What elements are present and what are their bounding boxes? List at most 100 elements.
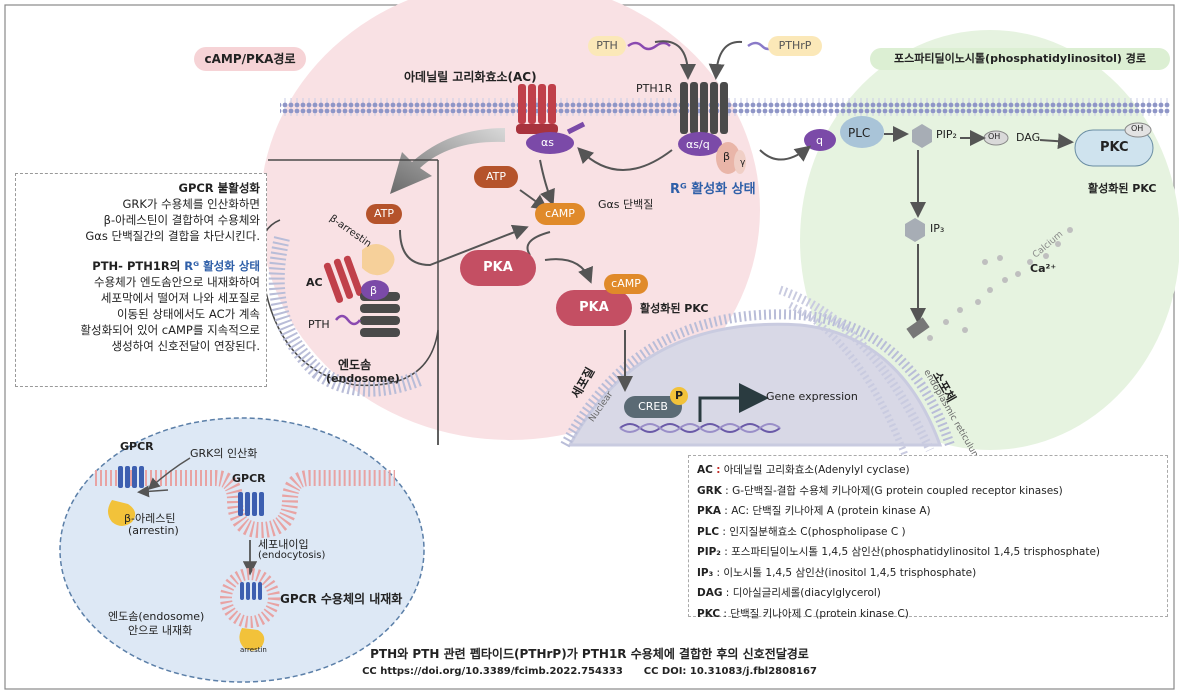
pth-peptide <box>627 41 671 51</box>
inset-internalization-label: GPCR 수용체의 내재화 <box>280 592 403 606</box>
pkc-active-label: 활성화된 PKC <box>1088 182 1157 195</box>
side-note-heading-2: PTH- PTH1R의 Rᴳ 활성화 상태 <box>92 259 260 273</box>
pka-active: PKA <box>556 290 632 326</box>
active-state-label: Rᴳ 활성화 상태 <box>670 182 756 197</box>
galpha-s-ac <box>526 132 574 154</box>
side-note-line: β-아레스틴이 결합하여 수용체와 <box>103 213 260 227</box>
ip3-label: IP₃ <box>930 222 945 235</box>
legend-row: PKC : 단백질 키나아제 C (protein kinase C) <box>697 607 909 620</box>
inset-arrestin-2 <box>239 628 265 651</box>
pka-inactive: PKA <box>460 250 536 286</box>
side-note-line: 세포막에서 떨어져 나와 세포질로 <box>100 291 260 305</box>
pthrp-ligand-label: PTHrP <box>768 36 822 56</box>
inset-grk-label: GRK의 인산화 <box>190 447 258 460</box>
gs-protein-label: Gαs 단백질 <box>598 198 654 211</box>
inset-arrestin-1 <box>108 500 136 526</box>
pka-camp-badge: cAMP <box>604 274 648 294</box>
endosome-gbeta <box>361 280 389 300</box>
inset-arrestin-small-label: arrestin <box>240 646 267 654</box>
inset-endocytosis-en-label: (endocytosis) <box>258 550 326 561</box>
pkc-label: PKC <box>1100 140 1129 155</box>
side-note-line: 활성화되어 있어 cAMP를 지속적으로 <box>80 323 260 337</box>
ggamma-label: γ <box>740 158 746 168</box>
ip3-receptor-channel <box>906 317 930 339</box>
dag-label: DAG <box>1016 131 1041 144</box>
side-note-line: 생성하여 신호전달이 연장된다. <box>111 339 260 353</box>
gbeta <box>716 142 740 174</box>
inset-arrestin-en-label: (arrestin) <box>128 524 179 537</box>
pip2-label: PIP₂ <box>936 128 957 141</box>
pkc-oh-label: OH <box>1131 124 1144 133</box>
side-note-line: 수용체가 엔도솜안으로 내재화하여 <box>93 275 260 289</box>
beta-arrestin-shape <box>362 244 395 276</box>
ca2-label: Ca²⁺ <box>1030 262 1057 275</box>
pth1r-label: PTH1R <box>636 82 673 95</box>
side-note-line: Gαs 단백질간의 결합을 차단시킨다. <box>85 229 260 243</box>
inset-endocytosis-ko-label: 세포내이입 <box>258 538 309 551</box>
ggamma <box>734 150 746 174</box>
endosome-atp-badge: ATP <box>366 204 402 224</box>
calcium-dots <box>927 227 1073 341</box>
legend-row: AC : 아데닐릴 고리화효소(Adenylyl cyclase) <box>697 464 910 476</box>
inset-gpcr-2-label: GPCR <box>232 472 266 485</box>
internalization-arrow <box>390 128 505 194</box>
legend-row: DAG : 디아실글리세롤(diacylglycerol) <box>697 587 881 599</box>
gene-expression-label: Gene expression <box>766 390 858 403</box>
camp-pka-pathway-label: cAMP/PKA경로 <box>194 47 306 71</box>
side-note-heading-1: GPCR 불활성화 <box>178 181 261 195</box>
legend-row: PKA : AC: 단백질 키나아제 A (protein kinase A) <box>697 505 931 517</box>
dna-strand-2 <box>619 423 781 433</box>
endosome-membrane <box>268 236 423 397</box>
gene-expression-arrow <box>698 383 769 422</box>
inset-membrane <box>95 470 395 539</box>
dag-oh-label: OH <box>988 132 1001 141</box>
pi-pathway-label: 포스파티딜이노시톨(phosphatidylinositol) 경로 <box>870 48 1170 70</box>
galpha-sq-label: αs/q <box>686 138 710 151</box>
inset-gpcr-1-label: GPCR <box>120 440 154 453</box>
pth1r-receptor <box>680 82 728 134</box>
legend-row: PIP₂ : 포스파티딜이노시톨 1,4,5 삼인산(phosphatidyli… <box>697 546 1101 558</box>
legend-row: PLC : 인지질분해효소 C(phospholipase C ) <box>697 525 906 538</box>
endosome-pth-label: PTH <box>308 318 330 331</box>
endosome-beta-label: β <box>370 284 378 297</box>
side-note-line: 이동된 상태에서도 AC가 계속 <box>116 307 260 321</box>
endosome-ac-label: AC <box>306 276 323 289</box>
abbreviation-legend: AC : 아데닐릴 고리화효소(Adenylyl cyclase) GRK : … <box>688 455 1168 620</box>
side-note-line: GRK가 수용체를 인산화하면 <box>122 197 260 211</box>
adenylyl-cyclase <box>516 84 558 134</box>
inset-gpcr-1 <box>118 466 144 488</box>
pkc-shape <box>1074 129 1154 167</box>
creb-badge: CREB <box>624 396 682 418</box>
pka-active-label: 활성화된 PKC <box>640 302 709 315</box>
atp-badge: ATP <box>474 166 518 188</box>
side-note-box: GPCR 불활성화 GRK가 수용체를 인산화하면 β-아레스틴이 결합하여 수… <box>15 173 267 387</box>
plc-label: PLC <box>848 126 871 140</box>
inset-endosome-vesicle <box>220 568 280 628</box>
inset-endosome-line-1: 엔도솜(endosome) <box>108 610 205 623</box>
camp-badge: cAMP <box>535 203 585 225</box>
ip3-hexagon <box>905 218 925 242</box>
legend-row: GRK : G-단백질-결합 수용체 키나아제(G protein couple… <box>697 484 1063 497</box>
galpha-sq <box>678 132 722 156</box>
pip2-hexagon <box>912 124 932 148</box>
figure-credit: CC https://doi.org/10.3389/fcimb.2022.75… <box>362 666 817 677</box>
gq-label: q <box>816 134 823 147</box>
er-membrane-1 <box>778 285 935 452</box>
gq-protein <box>804 129 836 151</box>
inset-arrestin-ko-label: β-아레스틴 <box>124 512 176 525</box>
endosome-ac <box>323 255 364 303</box>
gbeta-label: β <box>723 150 731 163</box>
figure-title: PTH와 PTH 관련 펩타이드(PTHrP)가 PTH1R 수용체에 결합한 … <box>370 647 809 661</box>
galpha-s-label: αs <box>541 136 554 149</box>
pth-ligand-label: PTH <box>588 36 626 56</box>
ac-title: 아데닐릴 고리화효소(AC) <box>404 70 537 84</box>
endosome-ko-label: 엔도솜 <box>338 358 372 372</box>
inset-endosome-line-2: 안으로 내재화 <box>128 624 193 637</box>
phospho-badge: P <box>670 387 688 405</box>
plc-enzyme <box>840 116 884 148</box>
inset-gpcr-3 <box>240 582 262 600</box>
legend-row: IP₃ : 이노시톨 1,4,5 삼인산(inositol 1,4,5 tris… <box>697 566 977 579</box>
inset-gpcr-2 <box>238 492 264 516</box>
